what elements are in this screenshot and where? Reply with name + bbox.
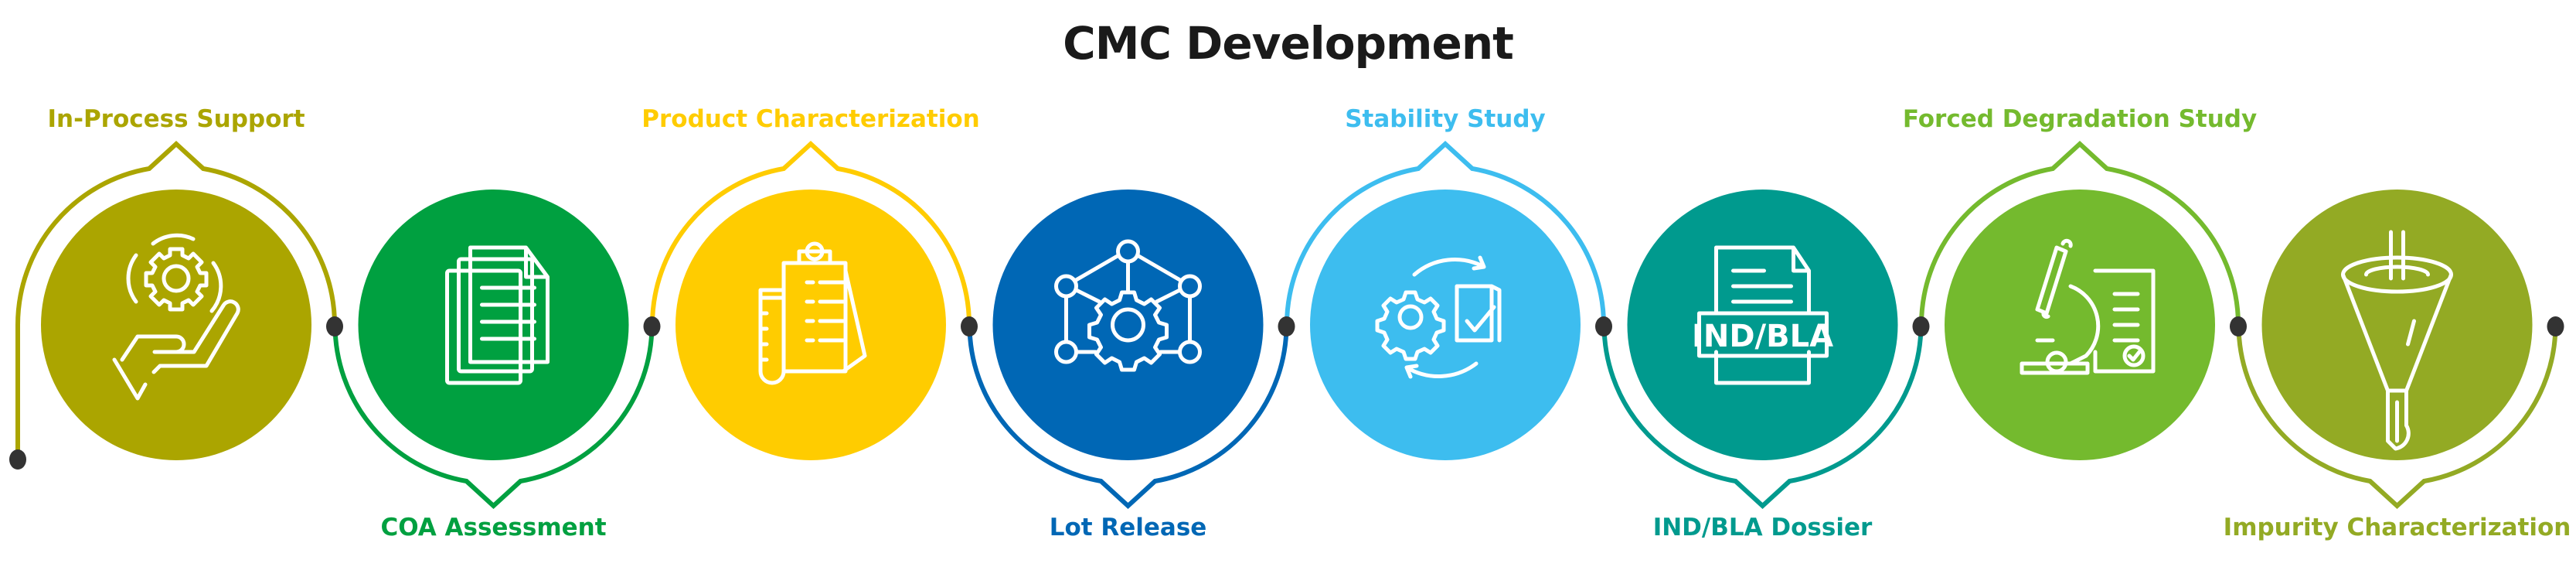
connector-arc <box>650 140 972 326</box>
step-label: Forced Degradation Study <box>1902 105 2258 133</box>
icon-text: IND/BLA <box>1692 319 1833 354</box>
connector-dot <box>1278 316 1295 336</box>
connector-dot <box>326 316 343 336</box>
diagram-title: CMC Development <box>1063 17 1514 70</box>
connector-arc <box>1285 140 1606 326</box>
step-label: Stability Study <box>1345 105 1546 133</box>
gear-document-cycle-icon <box>1375 255 1502 379</box>
connector-dot <box>2547 316 2564 336</box>
step-label: Product Characterization <box>641 105 980 133</box>
step-label: Impurity Characterization <box>2223 514 2571 541</box>
step-circle <box>675 190 946 460</box>
connector-dot <box>961 316 978 336</box>
process-step <box>650 140 972 460</box>
process-step: IND/BLA <box>1601 190 1924 510</box>
documents-icon <box>445 245 550 385</box>
step-label: Lot Release <box>1049 514 1207 541</box>
connector-arc <box>15 140 337 326</box>
step-label: COA Assessment <box>380 514 607 541</box>
process-step <box>1919 140 2241 460</box>
process-step <box>332 190 655 510</box>
process-step <box>1285 140 1606 460</box>
connector-arc <box>967 324 1289 510</box>
ind-bla-document-icon: IND/BLA <box>1692 245 1833 385</box>
step-circle <box>2261 190 2533 460</box>
microscope-report-icon <box>2020 238 2156 375</box>
step-circle <box>1627 190 1898 460</box>
step-circle <box>41 190 311 460</box>
connector-arc <box>1601 324 1924 510</box>
step-circle <box>358 190 629 460</box>
network-gear-icon <box>1054 239 1202 372</box>
connector-dot <box>643 316 661 336</box>
funnel-icon <box>2341 230 2453 451</box>
step-circle <box>992 190 1264 460</box>
process-step <box>9 140 337 470</box>
connector-arc <box>1919 140 2241 326</box>
connector-arc <box>2236 324 2558 510</box>
step-label: In-Process Support <box>47 105 305 133</box>
process-step <box>967 190 1289 510</box>
connector-arc <box>332 324 655 510</box>
connector-dot <box>1595 316 1612 336</box>
hand-gear-icon <box>112 233 240 401</box>
start-dot <box>9 449 26 470</box>
process-step <box>2236 190 2558 510</box>
step-label: IND/BLA Dossier <box>1652 514 1873 541</box>
step-circle <box>1945 190 2215 460</box>
connector-dot <box>2230 316 2247 336</box>
connector-dot <box>1912 316 1930 336</box>
clipboard-test-tube-icon <box>758 241 867 385</box>
